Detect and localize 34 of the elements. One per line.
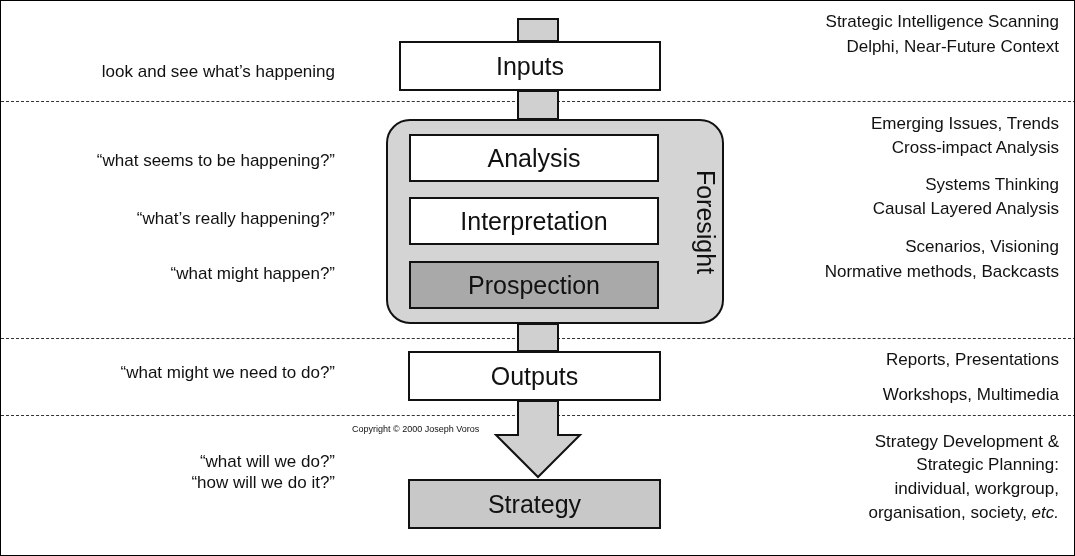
group-title: Foresight: [693, 169, 718, 274]
connector-bar: [517, 90, 559, 120]
method-text: Workshops, Multimedia: [882, 385, 1059, 403]
method-text: organisation, society, etc.: [868, 503, 1059, 521]
connector-bar: [517, 18, 559, 42]
process-box: Inputs: [399, 41, 661, 91]
method-text: individual, workgroup,: [894, 479, 1059, 497]
method-text: Cross-impact Analysis: [891, 138, 1059, 156]
question-text: “how will we do it?”: [191, 473, 335, 491]
copyright-note: Copyright © 2000 Joseph Voros: [352, 424, 480, 434]
process-box: Strategy: [408, 479, 661, 529]
question-text: “what’s really happening?”: [136, 209, 335, 227]
method-text: Systems Thinking: [925, 175, 1059, 193]
question-text: “what will we do?”: [199, 452, 335, 470]
question-text: “what might we need to do?”: [120, 363, 335, 381]
group-box: [386, 119, 724, 324]
method-text: Strategy Development &: [874, 432, 1059, 450]
method-text: Reports, Presentations: [886, 350, 1059, 368]
process-box: Prospection: [409, 261, 659, 309]
question-text: “what might happen?”: [170, 264, 335, 282]
process-box: Interpretation: [409, 197, 659, 245]
question-text: “what seems to be happening?”: [96, 151, 335, 169]
question-text: look and see what’s happening: [101, 62, 335, 80]
process-box: Analysis: [409, 134, 659, 182]
method-text: Normative methods, Backcasts: [824, 262, 1059, 280]
process-box: Outputs: [408, 351, 661, 401]
method-text: Causal Layered Analysis: [872, 199, 1059, 217]
method-text: Strategic Intelligence Scanning: [825, 12, 1059, 30]
method-text: Delphi, Near-Future Context: [846, 37, 1059, 55]
method-text: Scenarios, Visioning: [905, 237, 1059, 255]
connector-bar: [517, 323, 559, 352]
method-text: Strategic Planning:: [916, 455, 1059, 473]
method-text: Emerging Issues, Trends: [870, 114, 1059, 132]
block-arrow: [493, 400, 583, 479]
